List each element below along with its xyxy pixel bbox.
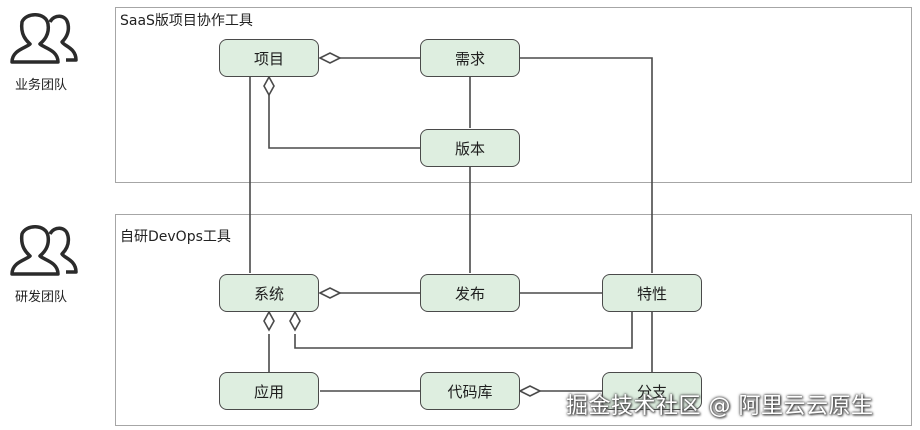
user-group-icon bbox=[10, 13, 78, 64]
node-version: 版本 bbox=[420, 129, 520, 167]
watermark-text: 掘金技术社区 @ 阿里云云原生 bbox=[566, 394, 874, 419]
node-requirement: 需求 bbox=[420, 39, 520, 77]
node-app: 应用 bbox=[219, 372, 319, 410]
node-feature: 特性 bbox=[602, 274, 702, 312]
devops-frame-title: 自研DevOps工具 bbox=[120, 229, 231, 245]
diamond-system-right bbox=[318, 287, 342, 299]
diamond-project-right bbox=[318, 52, 342, 64]
user-group-icon bbox=[10, 225, 78, 276]
actor-dev-team: 研发团队 bbox=[0, 220, 86, 310]
diamond-repo-right bbox=[518, 385, 542, 397]
link-requirement-feature bbox=[520, 57, 653, 273]
node-system: 系统 bbox=[219, 274, 319, 312]
node-project: 项目 bbox=[219, 39, 319, 77]
link-project-version bbox=[268, 95, 420, 149]
node-repo: 代码库 bbox=[420, 372, 520, 410]
diamond-system-bottom-left bbox=[263, 310, 275, 332]
actor-business-team: 业务团队 bbox=[0, 8, 86, 98]
diamond-system-bottom-right bbox=[289, 310, 301, 332]
node-branch: 分支 bbox=[602, 372, 702, 410]
actor-business-label: 业务团队 bbox=[14, 78, 67, 93]
link-system-feature bbox=[294, 312, 633, 349]
diamond-project-bottom bbox=[263, 75, 275, 97]
node-release: 发布 bbox=[420, 274, 520, 312]
saas-frame-title: SaaS版项目协作工具 bbox=[120, 13, 253, 29]
actor-dev-label: 研发团队 bbox=[14, 290, 67, 305]
